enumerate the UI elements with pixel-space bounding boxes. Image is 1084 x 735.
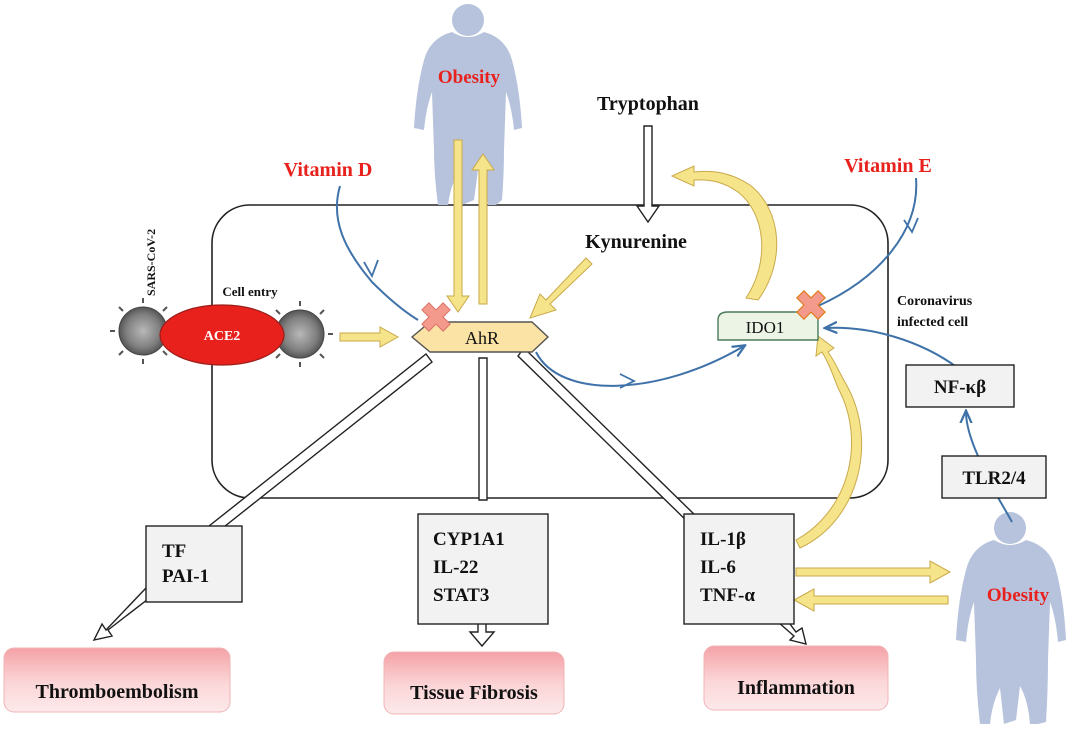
vitamin-d-label: Vitamin D: [284, 159, 373, 181]
ido1-node: [717, 311, 819, 341]
inhibition-cross-icon: [421, 302, 451, 332]
cyp-box: [417, 513, 549, 625]
tf-box-line1: TF: [162, 541, 186, 562]
cyp-to-fibrosis-arrow: [468, 621, 496, 648]
thromboembolism-box: [3, 647, 231, 713]
il-to-ido1-arrow: [795, 335, 863, 549]
inflammation-box: [703, 645, 889, 711]
nfkb-to-ido1-line: [826, 328, 959, 369]
vitamin-d-to-ahr-line: [335, 185, 419, 321]
ahr-to-cyp-arrow: [478, 357, 488, 501]
tf-box: [145, 525, 243, 603]
obesity-to-il-arrow: [792, 588, 949, 612]
ahr-to-il-arrow: [517, 346, 701, 530]
infected-cell-label-line1: Coronavirus: [897, 294, 973, 309]
human-silhouette-icon: [956, 512, 1066, 724]
nfkb-label: NF-κβ: [934, 377, 986, 398]
inhibition-cross-icon: [796, 290, 826, 320]
vitamin-d-arrowhead: [363, 259, 379, 279]
cyp-box-line1: CYP1A1: [433, 529, 505, 550]
ahr-to-obesity-arrow: [471, 153, 495, 305]
ace2-to-ahr-arrow: [339, 326, 400, 348]
obesity-to-ahr-arrow: [446, 139, 470, 313]
ahr-label: AhR: [465, 328, 499, 348]
il-box-line2: IL-6: [700, 557, 736, 578]
il-box-line3: TNF-α: [700, 585, 755, 606]
tf-box-line2: PAI-1: [162, 566, 209, 587]
ahr-to-ido1-line: [535, 346, 744, 387]
il-to-obesity-arrow: [795, 560, 952, 584]
kynurenine-to-ahr-arrow: [529, 257, 593, 319]
cyp-box-line3: STAT3: [433, 585, 489, 606]
il-box: [683, 513, 795, 625]
tissue-fibrosis-box: [383, 651, 565, 715]
ace2-label: ACE2: [204, 329, 241, 344]
obesity-bottom-label: Obesity: [987, 585, 1050, 606]
nfkb-box: [905, 364, 1015, 408]
tryptophan-to-kynurenine-arrow: [635, 125, 661, 224]
vitamin-e-label: Vitamin E: [844, 155, 932, 177]
cyp-box-line2: IL-22: [433, 557, 478, 578]
il-box-line1: IL-1β: [700, 529, 746, 550]
tf-to-thromboembolism-arrow: [92, 586, 153, 642]
tlr-box: [941, 455, 1047, 499]
human-silhouette-icon: [414, 4, 522, 205]
tissue-fibrosis-label: Tissue Fibrosis: [410, 682, 538, 704]
virus-icon: [267, 301, 333, 367]
vitamin-e-to-ido1-line: [817, 177, 918, 307]
infected-cell-label-line2: infected cell: [897, 315, 968, 330]
tlr-label: TLR2/4: [962, 468, 1026, 489]
sars-cov-2-label: SARS-CoV-2: [144, 229, 158, 296]
ido1-label: IDO1: [746, 318, 785, 337]
ace2-receptor: [159, 304, 285, 366]
tryptophan-label: Tryptophan: [597, 93, 699, 115]
inflammation-label: Inflammation: [737, 677, 855, 699]
ido1-to-tryptophan-arrow: [670, 165, 778, 301]
ahr-to-tf-arrow: [203, 353, 433, 539]
ahr-to-ido1-mid-arrowhead: [619, 373, 637, 389]
kynurenine-label: Kynurenine: [585, 231, 687, 253]
cell-entry-label: Cell entry: [222, 284, 278, 299]
vitamin-e-arrowhead: [903, 217, 919, 234]
obesity-top-label: Obesity: [438, 67, 501, 88]
thromboembolism-label: Thromboembolism: [36, 681, 199, 703]
